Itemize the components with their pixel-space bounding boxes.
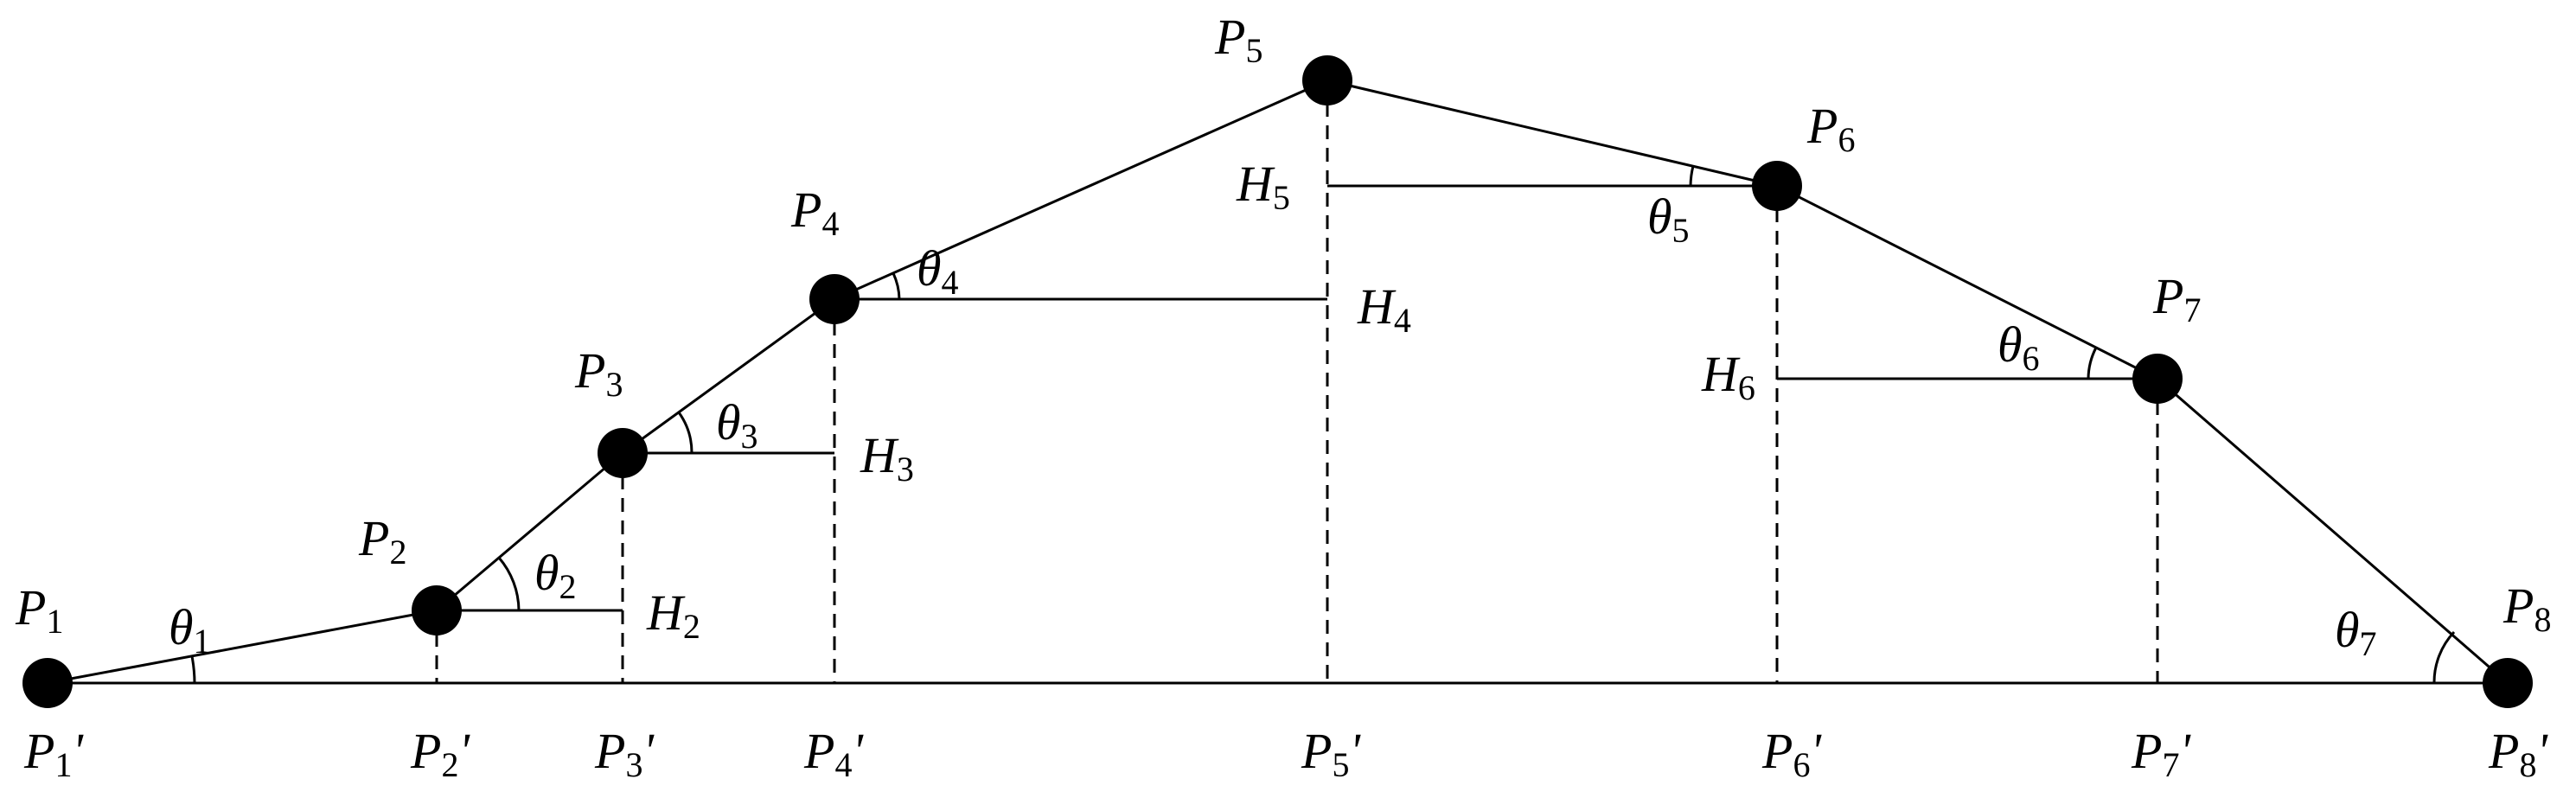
label-h3: H3 xyxy=(860,427,914,489)
label-p8-prime: P8' xyxy=(2488,723,2548,784)
angle-arc-4 xyxy=(892,272,901,300)
point-p7 xyxy=(2132,354,2183,404)
label-p1: P1 xyxy=(15,579,63,641)
trajectory-line xyxy=(47,79,2509,685)
label-h4: H4 xyxy=(1357,278,1411,340)
label-p4: P4 xyxy=(790,182,839,243)
label-h2: H2 xyxy=(646,584,700,646)
label-theta2: θ2 xyxy=(534,545,577,606)
point-p5 xyxy=(1302,55,1352,105)
label-h5: H5 xyxy=(1236,156,1290,217)
label-theta4: θ4 xyxy=(917,240,959,302)
label-p3: P3 xyxy=(574,342,623,404)
point-p4 xyxy=(809,274,860,324)
angle-arc-3 xyxy=(677,412,694,454)
angle-arc-1 xyxy=(190,655,196,684)
angle-arc-5 xyxy=(1689,165,1695,187)
point-p8 xyxy=(2483,658,2533,708)
label-p8: P8 xyxy=(2502,578,2551,639)
angle-arc-6 xyxy=(2087,347,2098,380)
label-p5: P5 xyxy=(1214,9,1262,70)
label-theta5: θ5 xyxy=(1647,188,1690,250)
point-p3 xyxy=(598,428,648,478)
label-p7: P7 xyxy=(2152,268,2201,329)
label-p2-prime: P2' xyxy=(410,723,470,784)
angle-arc-2 xyxy=(497,557,521,611)
label-p6: P6 xyxy=(1806,98,1855,159)
label-p6-prime: P6' xyxy=(1761,723,1822,784)
label-p2: P2 xyxy=(358,510,406,572)
angle-arc-7 xyxy=(2432,630,2456,684)
label-theta7: θ7 xyxy=(2335,602,2377,663)
label-p4-prime: P4' xyxy=(803,723,864,784)
point-p6 xyxy=(1752,161,1802,211)
label-p7-prime: P7' xyxy=(2131,723,2191,784)
label-p1-prime: P1' xyxy=(23,723,84,784)
point-p2 xyxy=(412,585,462,635)
point-p1 xyxy=(22,658,73,708)
label-h6: H6 xyxy=(1701,346,1755,407)
label-p5-prime: P5' xyxy=(1301,723,1361,784)
label-theta6: θ6 xyxy=(1998,316,2040,378)
label-theta1: θ1 xyxy=(169,599,211,661)
label-theta3: θ3 xyxy=(716,394,758,456)
label-p3-prime: P3' xyxy=(594,723,655,784)
